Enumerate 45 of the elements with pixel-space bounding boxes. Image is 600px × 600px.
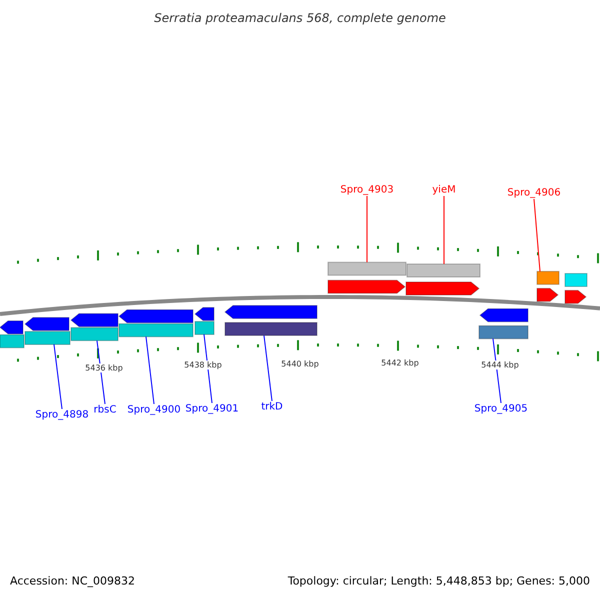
- leader-line: [54, 344, 62, 410]
- feature-bar: [478, 325, 528, 340]
- gene-label: rbsC: [94, 404, 116, 416]
- gene-label: Spro_4900: [127, 404, 181, 416]
- leader-line: [146, 336, 154, 404]
- gene-block: [406, 281, 480, 296]
- feature-bar: [0, 334, 24, 348]
- scale-label: 5440 kbp: [280, 360, 320, 368]
- feature-bar: [406, 264, 480, 278]
- feature-bar: [564, 272, 588, 287]
- gene-block: [0, 320, 24, 334]
- gene-block: [224, 305, 318, 320]
- gene-block: [194, 306, 214, 321]
- feature-bar: [328, 262, 406, 276]
- gene-label: Spro_4898: [35, 410, 89, 420]
- feature-bar: [118, 323, 194, 338]
- scale-label: 5438 kbp: [183, 360, 223, 370]
- feature-bar: [24, 330, 70, 345]
- gene-label: Spro_4906: [507, 188, 561, 198]
- gene-label: Spro_4901: [185, 404, 239, 414]
- accession-text: Accession: NC_009832: [10, 574, 136, 588]
- leader-line: [204, 334, 212, 404]
- leader-line: [534, 198, 540, 272]
- leader-line: [96, 340, 106, 404]
- gene-block: [564, 290, 587, 304]
- gene-block: [24, 317, 70, 332]
- scale-label: 5442 kbp: [380, 358, 420, 368]
- feature-bar: [536, 270, 560, 285]
- gene-block: [536, 288, 559, 302]
- feature-bar: [194, 320, 214, 335]
- leader-line: [264, 335, 272, 402]
- feature-bar: [70, 327, 118, 342]
- gene-block: [70, 313, 118, 328]
- gene-label: Spro_4905: [474, 404, 528, 414]
- gene-block: [479, 308, 528, 322]
- genome-summary: Topology: circular; Length: 5,448,853 bp; Genes: 5,000: [288, 574, 590, 588]
- scale-label: 5436 kbp: [84, 364, 124, 372]
- gene-block: [328, 280, 406, 294]
- leader-line: [366, 196, 368, 263]
- gene-label: trkD: [261, 402, 283, 412]
- scale-label: 5444 kbp: [480, 360, 520, 370]
- title: Serratia proteamaculans 568, complete genome: [154, 11, 446, 25]
- gene-label: yieM: [432, 184, 456, 196]
- gene-label: Spro_4903: [340, 184, 394, 196]
- feature-bar: [224, 322, 318, 336]
